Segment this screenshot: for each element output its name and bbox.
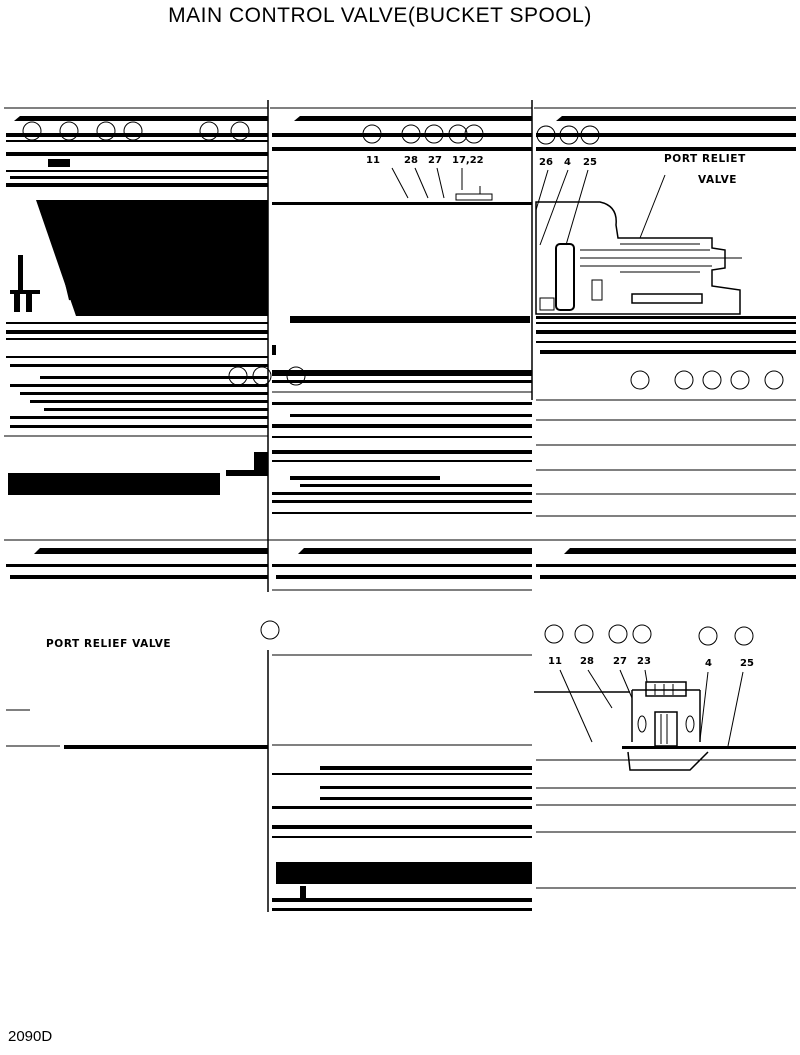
port-relief-note-line2: VALVE [698,174,737,186]
page-title: MAIN CONTROL VALVE(BUCKET SPOOL) [168,4,592,27]
callout-25-lower: 25 [740,658,754,669]
callout-11: 11 [366,155,380,166]
port-relief-valve-note: PORT RELIEF VALVE [46,638,171,650]
callout-27: 27 [428,155,442,166]
panel-top-left [4,107,268,340]
spool-body-shadow [36,200,268,316]
callout-17-22: 17,22 [452,155,484,166]
relief-cartridge-outline [631,689,701,742]
callout-26: 26 [539,157,553,168]
callout-11-lower: 11 [548,656,562,667]
relief-valve-body [535,201,741,315]
panel-mid-right [536,370,796,517]
callout-28-lower: 28 [580,656,594,667]
callout-4-lower: 4 [705,658,712,669]
callout-23: 23 [637,656,651,667]
callout-28: 28 [404,155,418,166]
page-code: 2090D [8,1028,53,1045]
panel-top-middle: 11 28 27 17,22 [267,100,532,360]
port-relief-note-line1: PORT RELIET [664,153,746,165]
spool-bar-lower [276,862,532,884]
panel-mid-middle [267,360,532,592]
panel-bottom-left: PORT RELIEF VALVE [6,638,268,749]
panel-bottom-right: 11 28 27 23 4 25 [534,624,796,889]
spool-bar [8,473,220,495]
callout-27-lower: 27 [613,656,627,667]
callout-25: 25 [583,157,597,168]
panel-top-right: 26 4 25 PORT RELIET VALVE [531,100,796,400]
panel-mid-left [4,356,272,495]
panel-bottom-middle [260,620,532,912]
callout-4: 4 [564,157,571,168]
strip-row [4,539,796,591]
